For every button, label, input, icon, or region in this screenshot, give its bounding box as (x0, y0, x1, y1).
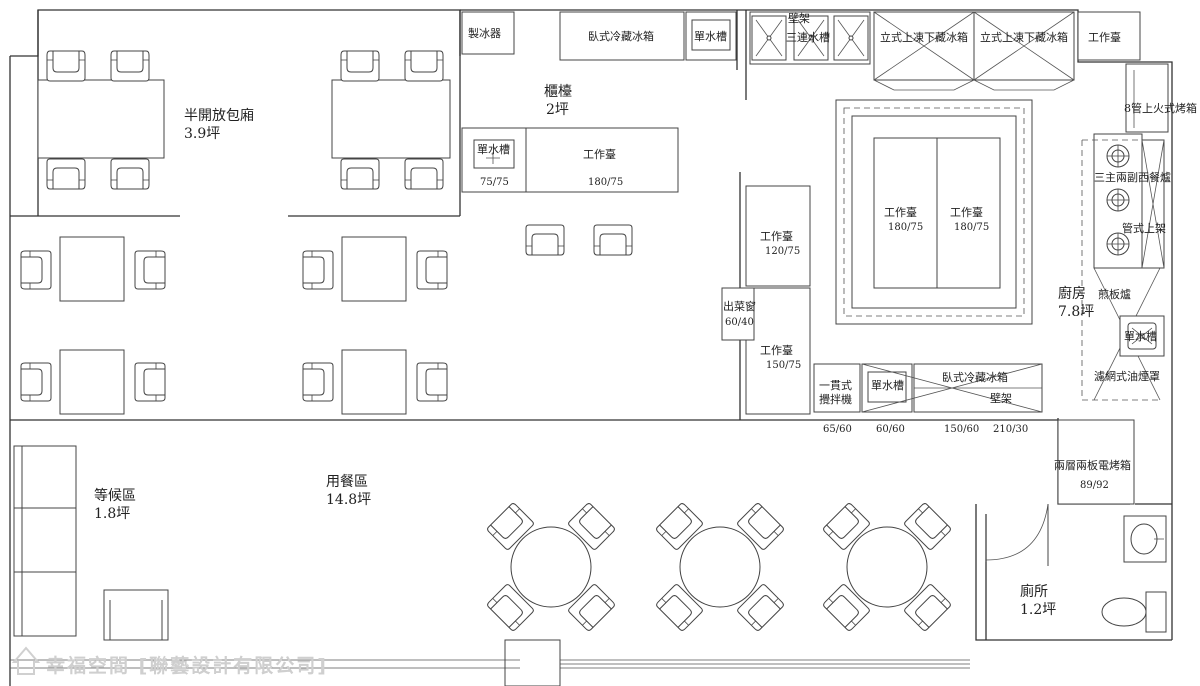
island-table-1-label: 工作臺 (884, 205, 917, 219)
waiting-furniture (13, 445, 169, 641)
pass-window-dim: 60/40 (725, 317, 754, 328)
triple-sink-label: 三連水槽 (786, 30, 830, 44)
bottom-shelf-label: 壁架 (990, 391, 1012, 405)
top-equipment (461, 11, 1141, 91)
oven-label: 兩層兩板電烤箱 (1054, 458, 1131, 472)
bottom-fridge-label: 臥式冷藏冰箱 (942, 370, 1008, 384)
island-table-2-dim: 180/75 (954, 222, 989, 233)
semi-private-name: 半開放包廂 (184, 107, 254, 124)
counter-name: 櫃檯 (544, 84, 572, 100)
worktable-corner-label: 工作臺 (1088, 30, 1121, 44)
dim-fridge: 150/60 (944, 424, 979, 435)
island-table-2-label: 工作臺 (950, 205, 983, 219)
restroom-door (985, 503, 1049, 566)
kitchen-sink-label: 單水槽 (1124, 330, 1157, 343)
kitchen-area: 7.8坪 (1058, 304, 1094, 320)
single-sink-top-label: 單水槽 (694, 30, 727, 43)
pass-window-label: 出菜窗 (723, 299, 756, 313)
dim-mixer: 65/60 (823, 424, 852, 435)
oven-dim: 89/92 (1080, 480, 1109, 491)
oven (1057, 419, 1135, 505)
waiting-name: 等候區 (94, 487, 136, 504)
semi-private-area: 3.9坪 (184, 126, 220, 142)
watermark: 幸福空間 [聯藝設計有限公司] (11, 646, 328, 677)
waiting-area: 1.8坪 (94, 506, 130, 522)
restroom-area: 1.2坪 (1020, 602, 1056, 618)
semi-private-furniture (37, 50, 451, 190)
counter-area: 2坪 (546, 102, 569, 118)
mixer-label-2: 攪拌機 (819, 392, 852, 406)
round-tables (485, 501, 953, 633)
upright-fridge-2-label: 立式上凍下藏冰箱 (980, 30, 1068, 44)
undercounter-fridge-top-label: 臥式冷藏冰箱 (588, 29, 654, 43)
kitchen-name: 廚房 (1058, 285, 1086, 302)
pipe-shelf-label: 管式上架 (1122, 221, 1166, 235)
shelf-top-label: 壁架 (788, 11, 810, 25)
side-table-1-label: 工作臺 (760, 229, 793, 243)
kitchen-island (835, 99, 1033, 325)
hood-label: 濾網式油煙罩 (1094, 369, 1160, 383)
counter (461, 127, 679, 256)
dim-shelf: 210/30 (993, 424, 1028, 435)
counter-sink-label: 單水槽 (477, 143, 510, 156)
bottom-kitchen-row (813, 363, 1043, 413)
counter-table-label: 工作臺 (583, 147, 616, 161)
cooking-line (1081, 63, 1169, 401)
restroom-name: 廁所 (1020, 583, 1048, 600)
counter-table-dim: 180/75 (588, 177, 623, 188)
side-table-2-dim: 150/75 (766, 360, 801, 371)
side-table-2-label: 工作臺 (760, 343, 793, 357)
bottom-sink-label: 單水槽 (871, 379, 904, 392)
upright-fridge-1-label: 立式上凍下藏冰箱 (880, 30, 968, 44)
dining-name: 用餐區 (326, 474, 368, 490)
range-label: 三主兩副西餐爐 (1094, 170, 1171, 184)
watermark-text: 幸福空間 [聯藝設計有限公司] (46, 654, 328, 677)
dining-area: 14.8坪 (326, 492, 371, 508)
counter-sink-dim: 75/75 (480, 177, 509, 188)
mixer-label-1: 一貫式 (819, 379, 852, 392)
dim-sink: 60/60 (876, 424, 905, 435)
kitchen-side-tables (721, 185, 811, 415)
square-tables (20, 236, 448, 415)
salamander-label: 8管上火式烤箱 (1124, 101, 1197, 115)
island-table-1-dim: 180/75 (888, 222, 923, 233)
restroom-fixtures (1101, 515, 1167, 633)
griddle-label: 煎板爐 (1098, 287, 1131, 301)
side-table-1-dim: 120/75 (765, 246, 800, 257)
ice-maker-label: 製冰器 (468, 26, 501, 40)
